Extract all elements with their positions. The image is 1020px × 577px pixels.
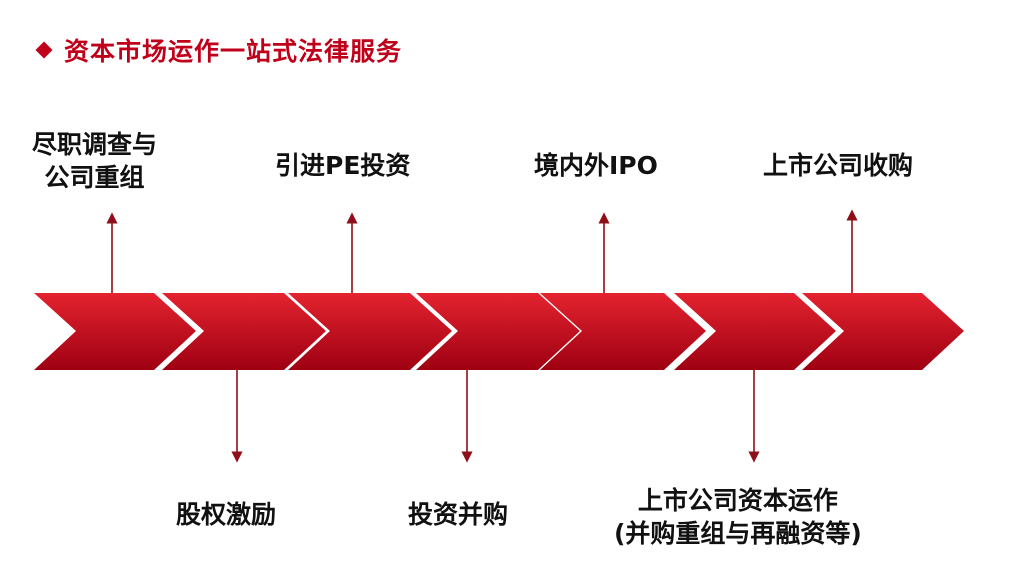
chevron-5 — [540, 293, 706, 370]
stage-label-equity-incentive: 股权激励 — [176, 500, 277, 529]
stage-label-investment-ma: 投资并购 — [408, 500, 509, 529]
page-title: 资本市场运作一站式法律服务 — [64, 37, 403, 66]
chevron-6 — [674, 293, 836, 370]
chevron-4 — [416, 293, 580, 370]
header: 资本市场运作一站式法律服务 — [35, 32, 403, 68]
chevron-1 — [34, 293, 196, 370]
stage-label-pe-investment: 引进PE投资 — [275, 151, 411, 180]
stage-label-due-diligence: 尽职调查与 公司重组 — [32, 130, 158, 192]
chevron-2 — [162, 293, 326, 370]
stage-label-capital-operation: 上市公司资本运作 (并购重组与再融资等) — [614, 486, 862, 548]
chevron-7 — [802, 293, 964, 370]
stage-label-acquisition: 上市公司收购 — [763, 151, 914, 180]
stage-label-ipo: 境内外IPO — [534, 151, 658, 180]
chevron-3 — [288, 293, 452, 370]
